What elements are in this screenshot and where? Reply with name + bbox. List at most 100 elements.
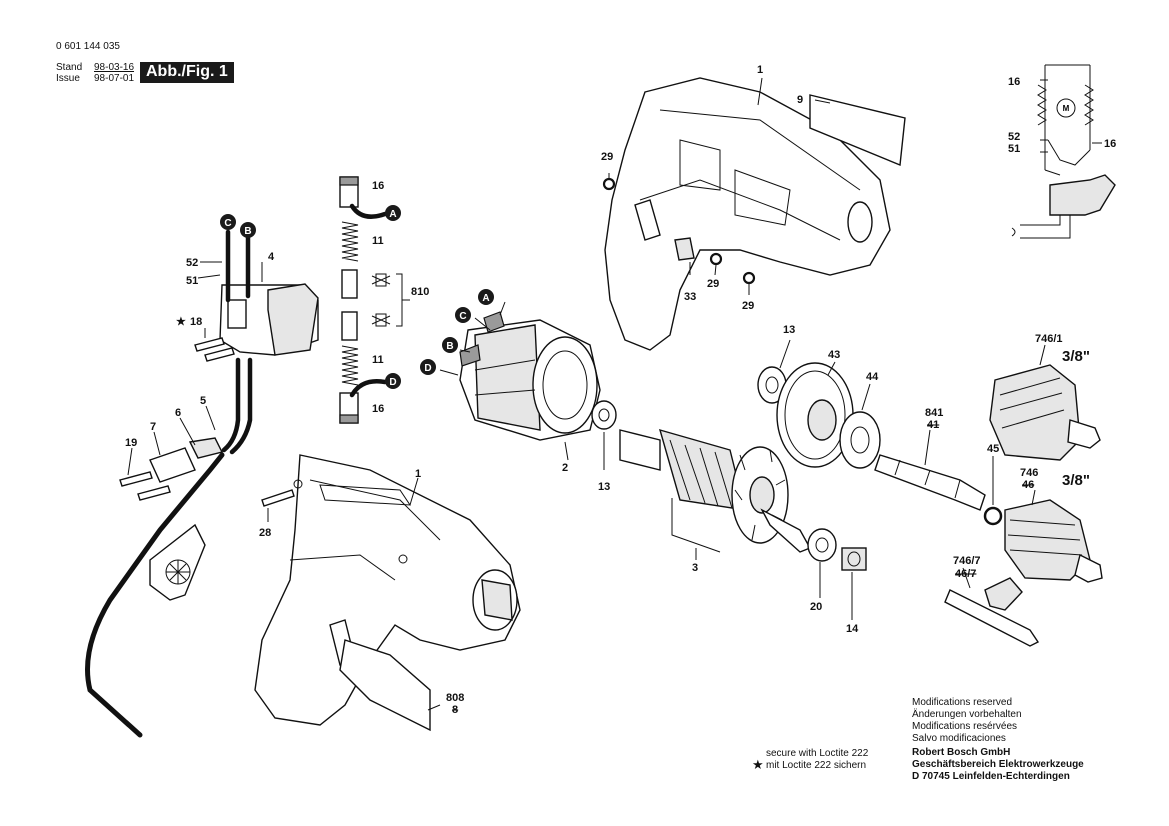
o-ring-29c (742, 271, 756, 285)
callout-51: 51 (186, 275, 198, 287)
company-name: Robert Bosch GmbH (912, 747, 1011, 758)
star-symbol-18: ★ (176, 316, 186, 328)
callout-1-top: 1 (757, 64, 763, 76)
brush-assembly-bottom (339, 379, 388, 424)
loctite-notes: secure with Loctite 222 mit Loctite 222 … (766, 748, 868, 772)
screw-28 (261, 489, 295, 507)
callout-9: 9 (797, 94, 803, 106)
spring-11a (341, 221, 359, 262)
callout-46: 46 (1022, 479, 1034, 491)
svg-text:D: D (389, 377, 396, 388)
housing-half-bottom (254, 454, 521, 726)
callout-810: 810 (411, 286, 429, 298)
spindle-41 (874, 454, 986, 511)
callout-29a: 29 (601, 151, 613, 163)
svg-text:C: C (224, 218, 231, 229)
callout-43: 43 (828, 349, 840, 361)
chuck-size-1: 3/8" (1062, 348, 1090, 365)
screws-18 (194, 337, 235, 362)
switch-button-33 (674, 237, 695, 261)
circlip-45 (983, 506, 1003, 526)
armature-3 (591, 400, 811, 553)
bearing-20 (807, 528, 837, 562)
callout-6: 6 (175, 407, 181, 419)
motor-symbol-label: M (1063, 104, 1070, 113)
nameplate-9 (809, 94, 906, 167)
chuck-746-1 (989, 364, 1101, 461)
callout-746-1: 746/1 (1035, 333, 1063, 345)
company-address: D 70745 Leinfelden-Echterdingen (912, 771, 1070, 782)
callout-746: 746 (1020, 467, 1038, 479)
footer-line: Modifications reserved (912, 697, 1013, 708)
schematic-callout-16a: 16 (1008, 76, 1020, 88)
bearing-13a (591, 400, 617, 430)
footer-line: Modifications resérvées (912, 721, 1018, 732)
callout-13b: 13 (783, 324, 795, 336)
connector-A-2: A (478, 289, 494, 305)
callout-29c: 29 (742, 300, 754, 312)
footer-line: Salvo modificaciones (912, 733, 1006, 744)
svg-text:B: B (446, 341, 453, 352)
brush-crossed-marks (371, 273, 410, 327)
connector-B-1: B (240, 222, 256, 238)
callout-28: 28 (259, 527, 271, 539)
schematic-callout-52: 52 (1008, 131, 1020, 143)
svg-text:A: A (482, 293, 489, 304)
stand-date: 98-03-16 (94, 62, 135, 73)
callout-746-7: 746/7 (953, 555, 981, 567)
brush-carbon-lower (341, 311, 358, 341)
svg-text:A: A (389, 209, 396, 220)
callout-52: 52 (186, 257, 198, 269)
bearing-44 (839, 411, 881, 469)
callout-1-bottom: 1 (415, 468, 421, 480)
connector-D-1: D (385, 373, 401, 389)
footer-notes: Modifications reserved Änderungen vorbeh… (912, 697, 1084, 783)
callout-16b: 16 (372, 403, 384, 415)
issue-label: Issue (56, 73, 80, 84)
stand-label: Stand (56, 62, 83, 73)
callout-8: 8 (452, 704, 458, 716)
field-stator-2 (459, 311, 601, 441)
connector-D-2: D (420, 359, 436, 375)
callout-20: 20 (810, 601, 822, 613)
connector-C-2: C (455, 307, 471, 323)
callout-11b: 11 (372, 354, 384, 366)
callout-41: 41 (927, 419, 939, 431)
spring-11b (341, 345, 359, 386)
callout-2: 2 (562, 462, 568, 474)
chuck-746 (1004, 499, 1103, 583)
svg-text:D: D (424, 363, 431, 374)
screws-19 (119, 471, 171, 501)
label-808 (339, 639, 431, 732)
schematic-callout-51: 51 (1008, 143, 1020, 155)
connector-C-1: C (220, 214, 236, 230)
schematic-callout-16b: 16 (1104, 138, 1116, 150)
svg-text:B: B (244, 226, 251, 237)
loctite-en: secure with Loctite 222 (766, 748, 869, 759)
callout-808: 808 (446, 692, 464, 704)
o-ring-29b (709, 252, 723, 266)
issue-date: 98-07-01 (94, 73, 135, 84)
callout-11a: 11 (372, 235, 384, 247)
company-division: Geschäftsbereich Elektrowerkzeuge (912, 759, 1084, 770)
figure-badge: Abb./Fig. 1 (140, 62, 234, 83)
housing-half-top (604, 77, 891, 351)
callout-5: 5 (200, 395, 206, 407)
o-ring-29a (602, 177, 616, 191)
callout-14: 14 (846, 623, 859, 635)
callout-13a: 13 (598, 481, 610, 493)
callout-18: 18 (190, 316, 202, 328)
callout-841: 841 (925, 407, 943, 419)
chuck-key-746-7 (944, 577, 1040, 647)
needle-bearing-14 (841, 547, 867, 571)
loctite-de: mit Loctite 222 sichern (766, 760, 867, 771)
switch-4 (219, 229, 319, 455)
callout-44: 44 (866, 371, 879, 383)
part-number: 0 601 144 035 (56, 41, 120, 52)
callout-33: 33 (684, 291, 696, 303)
callout-19: 19 (125, 437, 137, 449)
brush-carbon-upper (341, 269, 358, 299)
cord-clamp-7 (149, 437, 224, 483)
power-cord (85, 452, 225, 738)
